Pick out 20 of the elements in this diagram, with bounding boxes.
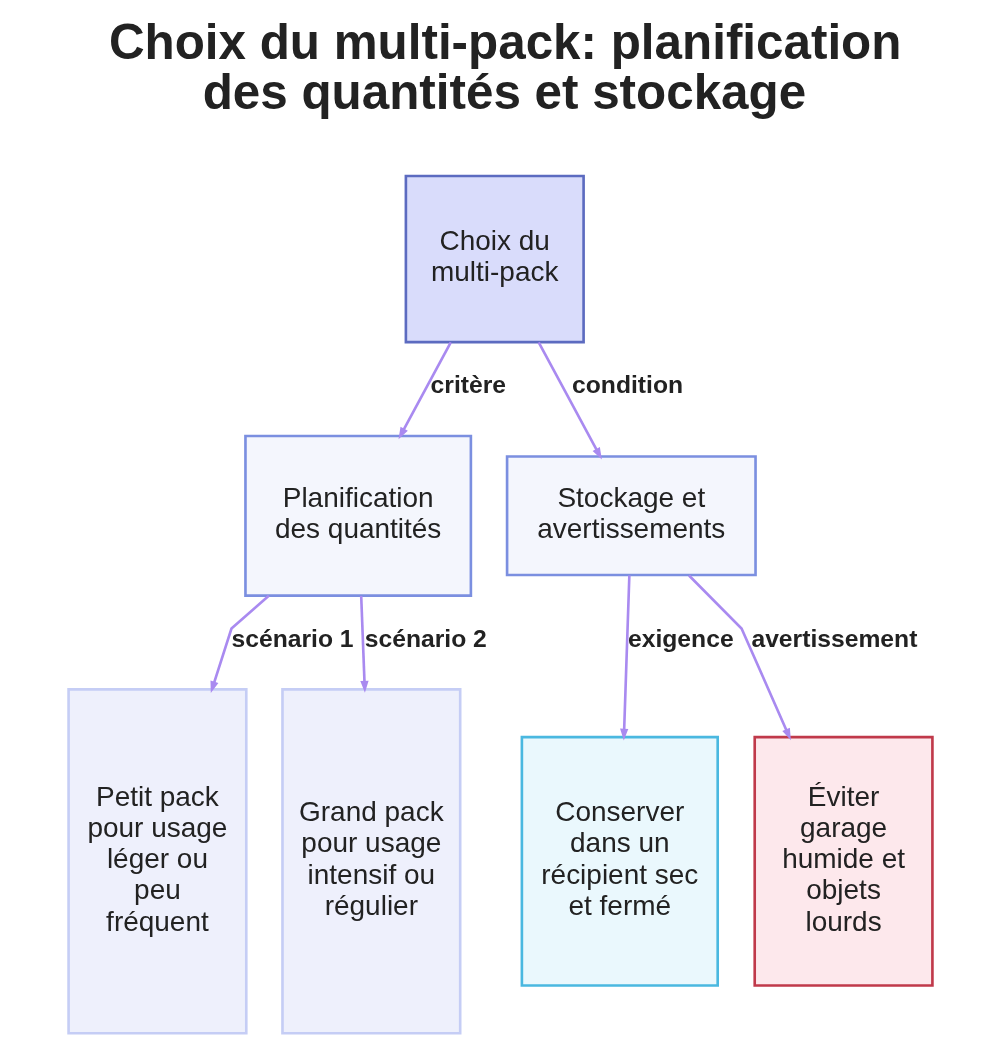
node-box: Grand pack pour usage intensif ou régulier bbox=[280, 688, 461, 1035]
node-box: Éviter garage humide et objets lourds bbox=[752, 735, 934, 987]
edge-label: condition bbox=[571, 371, 683, 399]
diagram-title: Choix du multi-pack: planification des quantités et stockage bbox=[108, 14, 901, 119]
node-box: Stockage et avertissements bbox=[505, 455, 757, 577]
arrow bbox=[359, 595, 369, 693]
arrow bbox=[687, 574, 791, 741]
arrow bbox=[537, 341, 602, 460]
edge-label: scénario 1 bbox=[230, 624, 354, 652]
arrow bbox=[619, 575, 631, 741]
edge-label: critère bbox=[430, 371, 506, 399]
node-box: Choix du multi-pack bbox=[404, 174, 585, 344]
arrow bbox=[209, 594, 270, 693]
edge-label: scénario 2 bbox=[364, 624, 487, 652]
node-box: Planification des quantités bbox=[243, 434, 472, 597]
arrow bbox=[398, 341, 452, 440]
node-box: Petit pack pour usage léger ou peu fréquent bbox=[66, 688, 248, 1035]
edge-label: exigence bbox=[627, 624, 734, 652]
node-box: Conserver dans un récipient sec et fermé bbox=[520, 735, 719, 987]
edge-label: avertissement bbox=[750, 624, 917, 652]
